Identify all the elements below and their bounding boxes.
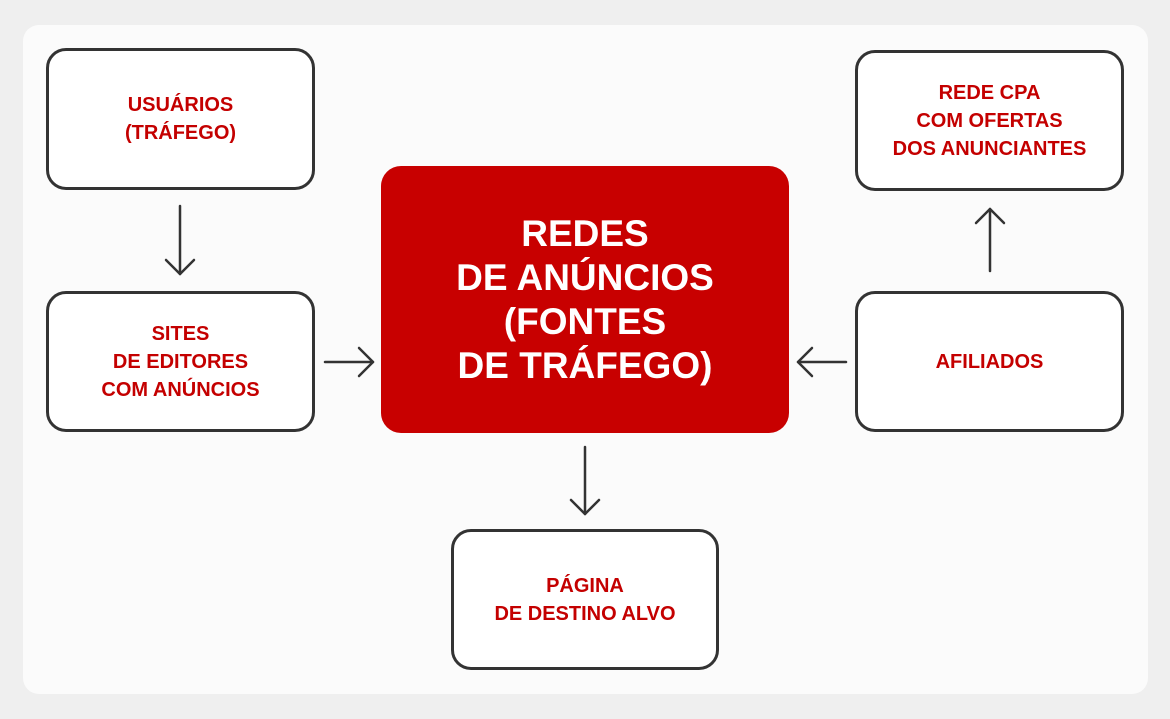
node-affiliates: AFILIADOS [855, 291, 1124, 432]
node-publishers: SITES DE EDITORES COM ANÚNCIOS [46, 291, 315, 432]
arrow-users-to-publishers [164, 204, 196, 276]
node-ad-networks-label: REDES DE ANÚNCIOS (FONTES DE TRÁFEGO) [456, 212, 714, 386]
node-users: USUÁRIOS (TRÁFEGO) [46, 48, 315, 190]
arrow-ad-networks-to-landing [569, 445, 601, 516]
node-users-label: USUÁRIOS (TRÁFEGO) [124, 94, 237, 144]
node-publishers-label: SITES DE EDITORES COM ANÚNCIOS [101, 322, 260, 401]
node-landing-page-label: PÁGINA DE DESTINO ALVO [494, 574, 676, 625]
node-ad-networks: REDES DE ANÚNCIOS (FONTES DE TRÁFEGO) [381, 166, 789, 433]
node-cpa-network: REDE CPA COM OFERTAS DOS ANUNCIANTES [855, 50, 1124, 191]
node-landing-page: PÁGINA DE DESTINO ALVO [451, 529, 719, 670]
arrow-publishers-to-ad-networks [323, 346, 375, 378]
node-cpa-network-label: REDE CPA COM OFERTAS DOS ANUNCIANTES [892, 81, 1087, 160]
arrow-affiliates-to-cpa [974, 207, 1006, 273]
arrow-affiliates-to-ad-networks [796, 346, 848, 378]
node-affiliates-label: AFILIADOS [935, 350, 1044, 373]
